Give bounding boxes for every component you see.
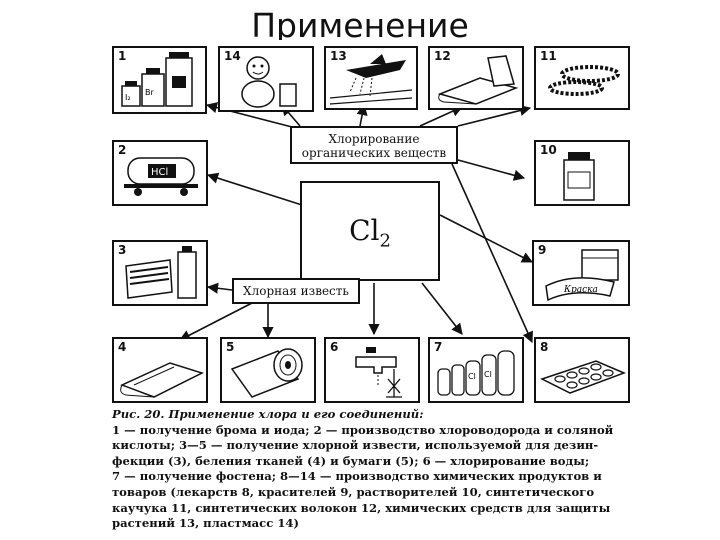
element-subscript: 2 [379,230,391,252]
panel-number: 1 [118,49,127,63]
panel-14: 14 [218,46,314,112]
chlorine-symbol: Cl2 [349,214,391,252]
dye-label: Краска [563,285,598,295]
cylinder-label-1: Cl [468,372,476,381]
caption-line-3: фекции (3), беления тканей (4) и бумаги … [112,453,590,468]
arrow-to-7 [421,282,463,335]
phosgene-cylinders-icon: Cl Cl [437,350,515,396]
panel-12: 12 [428,46,524,110]
panel-4: 4 [112,337,208,403]
panel-13: 13 [324,46,418,110]
caption-line-5: товаров (лекарств 8, красителей 9, раств… [112,484,595,499]
panel-number: 3 [118,243,127,257]
arrow-to-11 [457,105,532,127]
panel-number: 6 [330,340,339,354]
panel-11: 11 [534,46,630,110]
slide-title: Применение [251,6,469,40]
element-symbol: Cl [349,214,380,247]
panel-number: 10 [540,143,557,157]
plastic-toys-icon [241,56,297,108]
arrow-bleach-to-4 [179,302,253,341]
panel-number: 11 [540,49,557,63]
tank-wagon-icon: HCl [124,157,198,196]
panel-number: 5 [226,340,235,354]
panel-2: 2 HCl [112,140,208,206]
bleach-box: Хлорная известь [232,278,360,304]
panel-3: 3 [112,240,208,306]
panel-7: 7 Cl Cl [428,337,524,403]
pill-blister-icon [540,360,627,394]
solvent-bottle-icon [563,152,595,201]
caption-line-6: каучука 11, синтетических волокон 12, хи… [112,500,611,515]
bromine-iodine-jars-icon: I₂ Br [121,52,193,107]
panel-number: 12 [434,49,451,63]
caption-line-4: 7 — получение фостена; 8—14 — производст… [112,469,602,484]
arrow-to-10 [457,159,526,181]
panel-number: 9 [538,243,547,257]
panel-number: 13 [330,49,347,63]
panel-number: 2 [118,143,127,157]
arrow-to-9 [439,214,533,263]
arrow-to-2 [206,172,303,206]
caption-line-7: растений 13, пластмасс 14) [112,516,299,531]
jar-label-bromine: Br [145,88,154,97]
panel-number: 14 [224,49,241,63]
chlorine-center-box: Cl2 [300,181,440,281]
rubber-rings-icon [548,65,620,96]
panel-6: 6 [324,337,420,403]
water-tap-icon [355,347,402,398]
panel-5: 5 [220,337,316,403]
panel-10: 10 [534,140,630,206]
crop-duster-plane-icon [329,54,413,105]
panel-9: 9 Краска [532,240,630,306]
paper-roll-icon [230,348,303,398]
panel-1: 1 I₂ Br [112,46,207,114]
fabric-bolt-icon [120,362,204,398]
disinfection-container-icon [125,246,197,299]
figure-caption: Рис. 20. Применение хлора и его соединен… [112,407,632,532]
panel-number: 4 [118,340,127,354]
caption-line-1: 1 — получение брома и иода; 2 — производ… [112,422,614,437]
arrow-bleach-to-3 [206,282,233,294]
cylinder-label-2: Cl [484,370,492,379]
wagon-label-hcl: HCl [151,167,168,178]
panel-8: 8 [534,337,630,403]
organic-chlorination-box: Хлорирование органических веществ [290,126,458,164]
jar-label-iodine: I₂ [125,93,131,102]
caption-heading: Рис. 20. Применение хлора и его соединен… [112,407,424,421]
arrow-to-12 [419,106,464,127]
caption-line-2: кислоты; 3—5 — получение хлорной извести… [112,438,599,453]
synthetic-fabric-icon [437,55,519,105]
bleach-label: Хлорная известь [243,284,349,298]
arrow-organic-to-8 [451,163,533,344]
panel-number: 7 [434,340,443,354]
dye-jar-icon: Краска [545,249,619,302]
panel-number: 8 [540,340,549,354]
organic-box-line-1: Хлорирование [328,132,420,146]
organic-box-line-2: органических веществ [301,146,447,160]
